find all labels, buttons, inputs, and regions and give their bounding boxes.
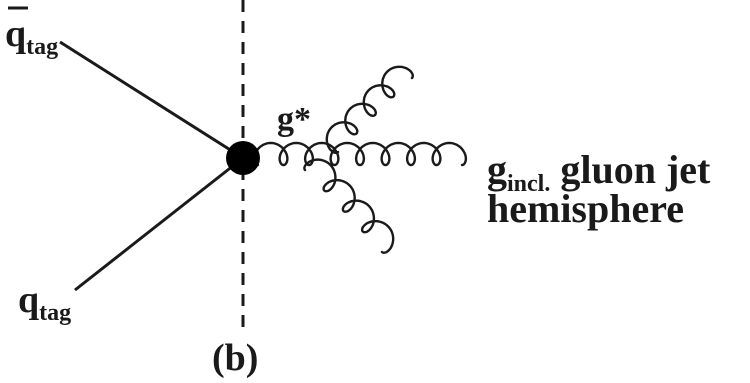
quark-line [74,156,244,292]
gluon-label: g* [277,101,311,138]
gluon-lines [252,65,468,254]
quark-symbol: q [18,279,39,321]
svg-text:qtag: qtag [5,13,58,60]
quark-subscript: tag [39,300,71,326]
gluon-main [252,141,468,167]
vertex-dot [226,141,260,175]
hemisphere-label-line1: gincl. gluon jet [487,147,711,197]
quark-label: qtag [18,279,71,326]
hemisphere-symbol: g [487,147,507,192]
panel-label: (b) [212,337,258,379]
hemisphere-rest: gluon jet [550,147,711,192]
gluon-branch-lower [303,158,395,254]
antiquark-line [59,40,244,160]
antiquark-subscript: tag [26,34,58,60]
hemisphere-subscript: incl. [507,171,550,197]
antiquark-symbol: q [5,13,26,55]
gluon-branch-upper [325,65,414,154]
antiquark-label: qtag [5,6,58,60]
hemisphere-label-line2: hemisphere [487,186,684,231]
